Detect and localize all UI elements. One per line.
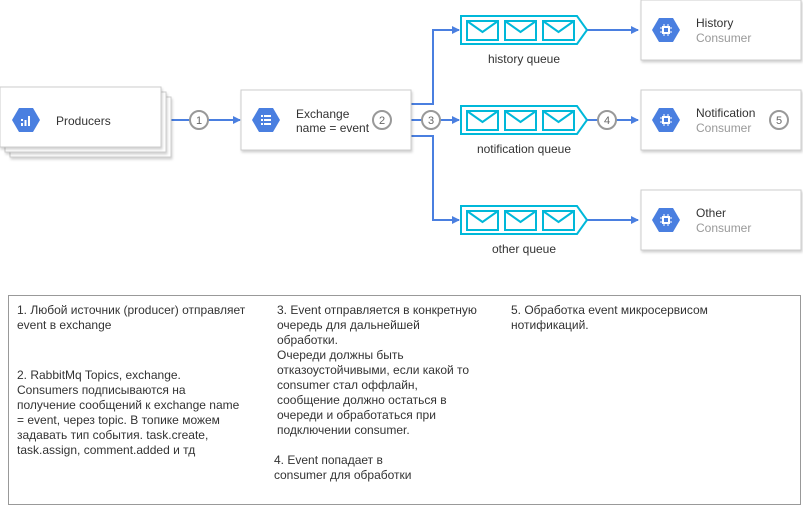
step-marker-1: 1 xyxy=(189,110,209,130)
envelope-icon xyxy=(504,20,537,41)
step-marker-label: 3 xyxy=(428,115,434,127)
chip-icon xyxy=(652,18,680,42)
step-marker-label: 1 xyxy=(196,115,202,127)
envelope-icon xyxy=(542,20,575,41)
note-4: 4. Event попадает в consumer для обработ… xyxy=(274,453,412,482)
exchange-label-line1: Exchange xyxy=(296,107,350,121)
chip-icon xyxy=(652,208,680,232)
history-queue: history queue xyxy=(460,15,589,66)
chip-icon xyxy=(652,108,680,132)
queue-label: notification queue xyxy=(477,142,571,156)
note-2: 2. RabbitMq Topics, exchange. Consumers … xyxy=(17,368,240,457)
envelope-icon xyxy=(542,110,575,131)
step-marker-4: 4 xyxy=(597,110,617,130)
exchange-label-line2: name = event xyxy=(296,121,370,135)
envelope-icon xyxy=(466,110,499,131)
consumer-subtitle: Consumer xyxy=(696,121,751,135)
note-5: 5. Обработка event микросервисом нотифик… xyxy=(511,303,708,332)
step-marker-label: 4 xyxy=(604,115,610,127)
exchange-to-history-queue-arrow xyxy=(411,26,460,105)
other-consumer: Other Consumer xyxy=(640,189,802,251)
note-3: 3. Event отправляется в конкретную очере… xyxy=(277,303,477,437)
notification-queue: notification queue xyxy=(460,105,589,156)
envelope-icon xyxy=(504,210,537,231)
note-1: 1. Любой источник (producer) отправляет … xyxy=(17,303,246,332)
step-marker-2: 2 xyxy=(372,110,392,130)
consumer-subtitle: Consumer xyxy=(696,31,751,45)
queue-label: history queue xyxy=(488,52,560,66)
consumer-title: Notification xyxy=(696,106,755,120)
exchange-icon xyxy=(252,108,280,132)
consumer-subtitle: Consumer xyxy=(696,221,751,235)
envelope-icon xyxy=(542,210,575,231)
step-marker-label: 5 xyxy=(776,115,782,127)
producers-label: Producers xyxy=(56,114,111,128)
producers-icon xyxy=(12,108,40,132)
architecture-diagram: Producers Exchange name = event history … xyxy=(0,0,802,256)
envelope-icon xyxy=(466,210,499,231)
consumer-title: Other xyxy=(696,206,726,220)
step-marker-3: 3 xyxy=(421,110,441,130)
other-queue: other queue xyxy=(460,205,589,256)
notification-consumer: Notification Consumer xyxy=(640,89,802,151)
envelope-icon xyxy=(466,20,499,41)
envelope-icon xyxy=(504,110,537,131)
consumer-title: History xyxy=(696,16,733,30)
notes-box: 1. Любой источник (producer) отправляет … xyxy=(8,295,801,505)
exchange-to-other-queue-arrow xyxy=(411,135,460,224)
producers-node: Producers xyxy=(0,86,172,158)
queue-label: other queue xyxy=(492,242,556,256)
history-consumer: History Consumer xyxy=(640,0,802,61)
step-marker-5: 5 xyxy=(769,110,789,130)
step-marker-label: 2 xyxy=(379,115,385,127)
